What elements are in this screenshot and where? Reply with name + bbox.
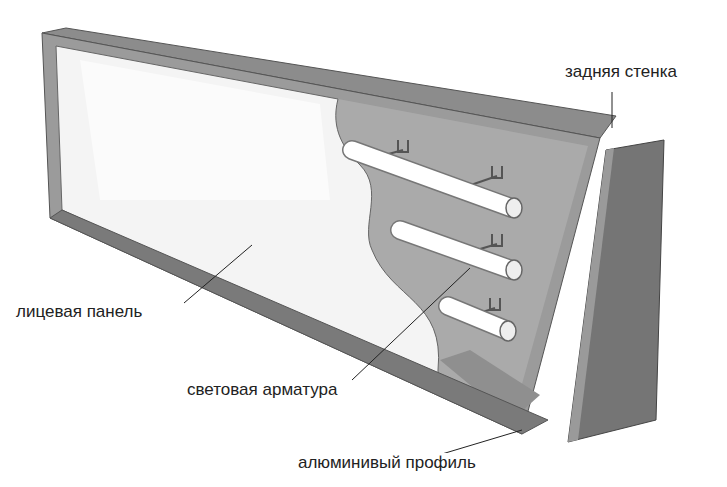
fluorescent-tubes — [352, 150, 522, 341]
face-highlight — [80, 60, 330, 200]
part-label: алюминивый профиль — [296, 453, 478, 473]
aluminium-profile — [50, 210, 548, 434]
face-panel — [56, 46, 439, 382]
interior — [56, 46, 588, 420]
leader-lines — [184, 92, 612, 454]
back-wall-edge — [568, 148, 614, 442]
part-label: лицевая панель — [14, 302, 144, 322]
part-label: задняя стенка — [563, 62, 679, 82]
part-label: световая арматура — [185, 380, 339, 400]
front-frame — [42, 33, 600, 434]
back-wall — [568, 140, 664, 442]
